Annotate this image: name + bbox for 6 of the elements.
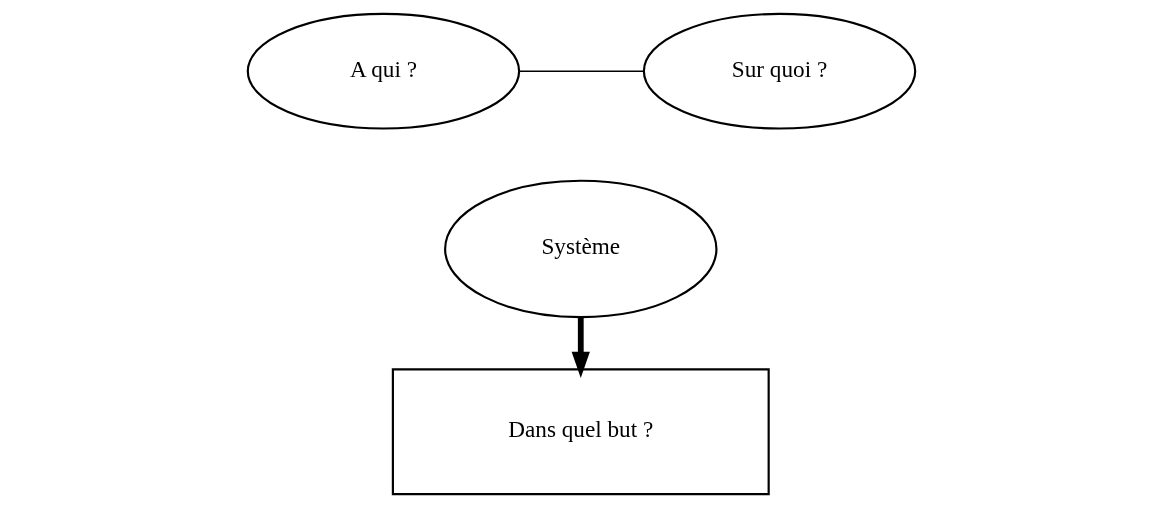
connector [518, 70, 644, 72]
arrow [571, 317, 590, 378]
node-ellipse: A qui ? [246, 12, 520, 130]
node-box: Dans quel but ? [391, 368, 770, 496]
node-ellipse: Système [443, 179, 717, 319]
node-ellipse: Sur quoi ? [642, 12, 916, 130]
